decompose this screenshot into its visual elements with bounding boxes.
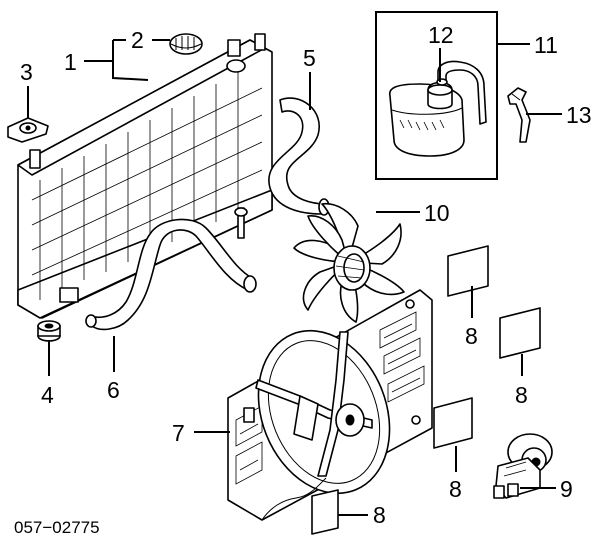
warning-label-top: [447, 245, 489, 297]
reservoir-hose: [436, 60, 487, 125]
upper-mount-bracket: [7, 117, 49, 143]
lower-radiator-hose: [85, 218, 257, 331]
callout-12: 12: [428, 22, 454, 48]
callout-8-bottom: 8: [373, 502, 386, 528]
leader-lines: [27, 39, 562, 516]
fan-motor-relay: [493, 433, 553, 499]
callout-5: 5: [303, 45, 316, 71]
callout-9: 9: [560, 476, 573, 502]
lower-mount-insulator: [37, 320, 61, 342]
reservoir-group-box: [375, 11, 498, 180]
callout-3: 3: [20, 59, 33, 85]
diagram-code: 057−02775: [14, 518, 100, 537]
callout-2: 2: [131, 27, 144, 53]
fan-shroud: [227, 289, 433, 521]
callout-8-top: 8: [465, 323, 478, 349]
warning-label-middle: [433, 397, 473, 449]
reservoir-tank: [388, 81, 465, 157]
reservoir-clip: [507, 87, 531, 143]
callout-8-right: 8: [515, 382, 528, 408]
callout-1: 1: [64, 49, 77, 75]
callout-6: 6: [107, 377, 120, 403]
warning-label-bottom: [311, 489, 339, 535]
upper-radiator-hose: [268, 97, 330, 216]
warning-label-right: [499, 307, 541, 359]
cooling-fan-blade: [293, 202, 405, 323]
callout-13: 13: [566, 102, 592, 128]
callout-8-middle: 8: [449, 476, 462, 502]
callout-4: 4: [41, 382, 54, 408]
callout-11: 11: [534, 32, 558, 58]
callout-7: 7: [172, 420, 185, 446]
callout-labels: 1 2 3 4 5 6 7 8 8 8 8 9 10 11 12 13: [20, 22, 592, 528]
callout-10: 10: [424, 200, 450, 226]
radiator-cap: [169, 33, 203, 55]
